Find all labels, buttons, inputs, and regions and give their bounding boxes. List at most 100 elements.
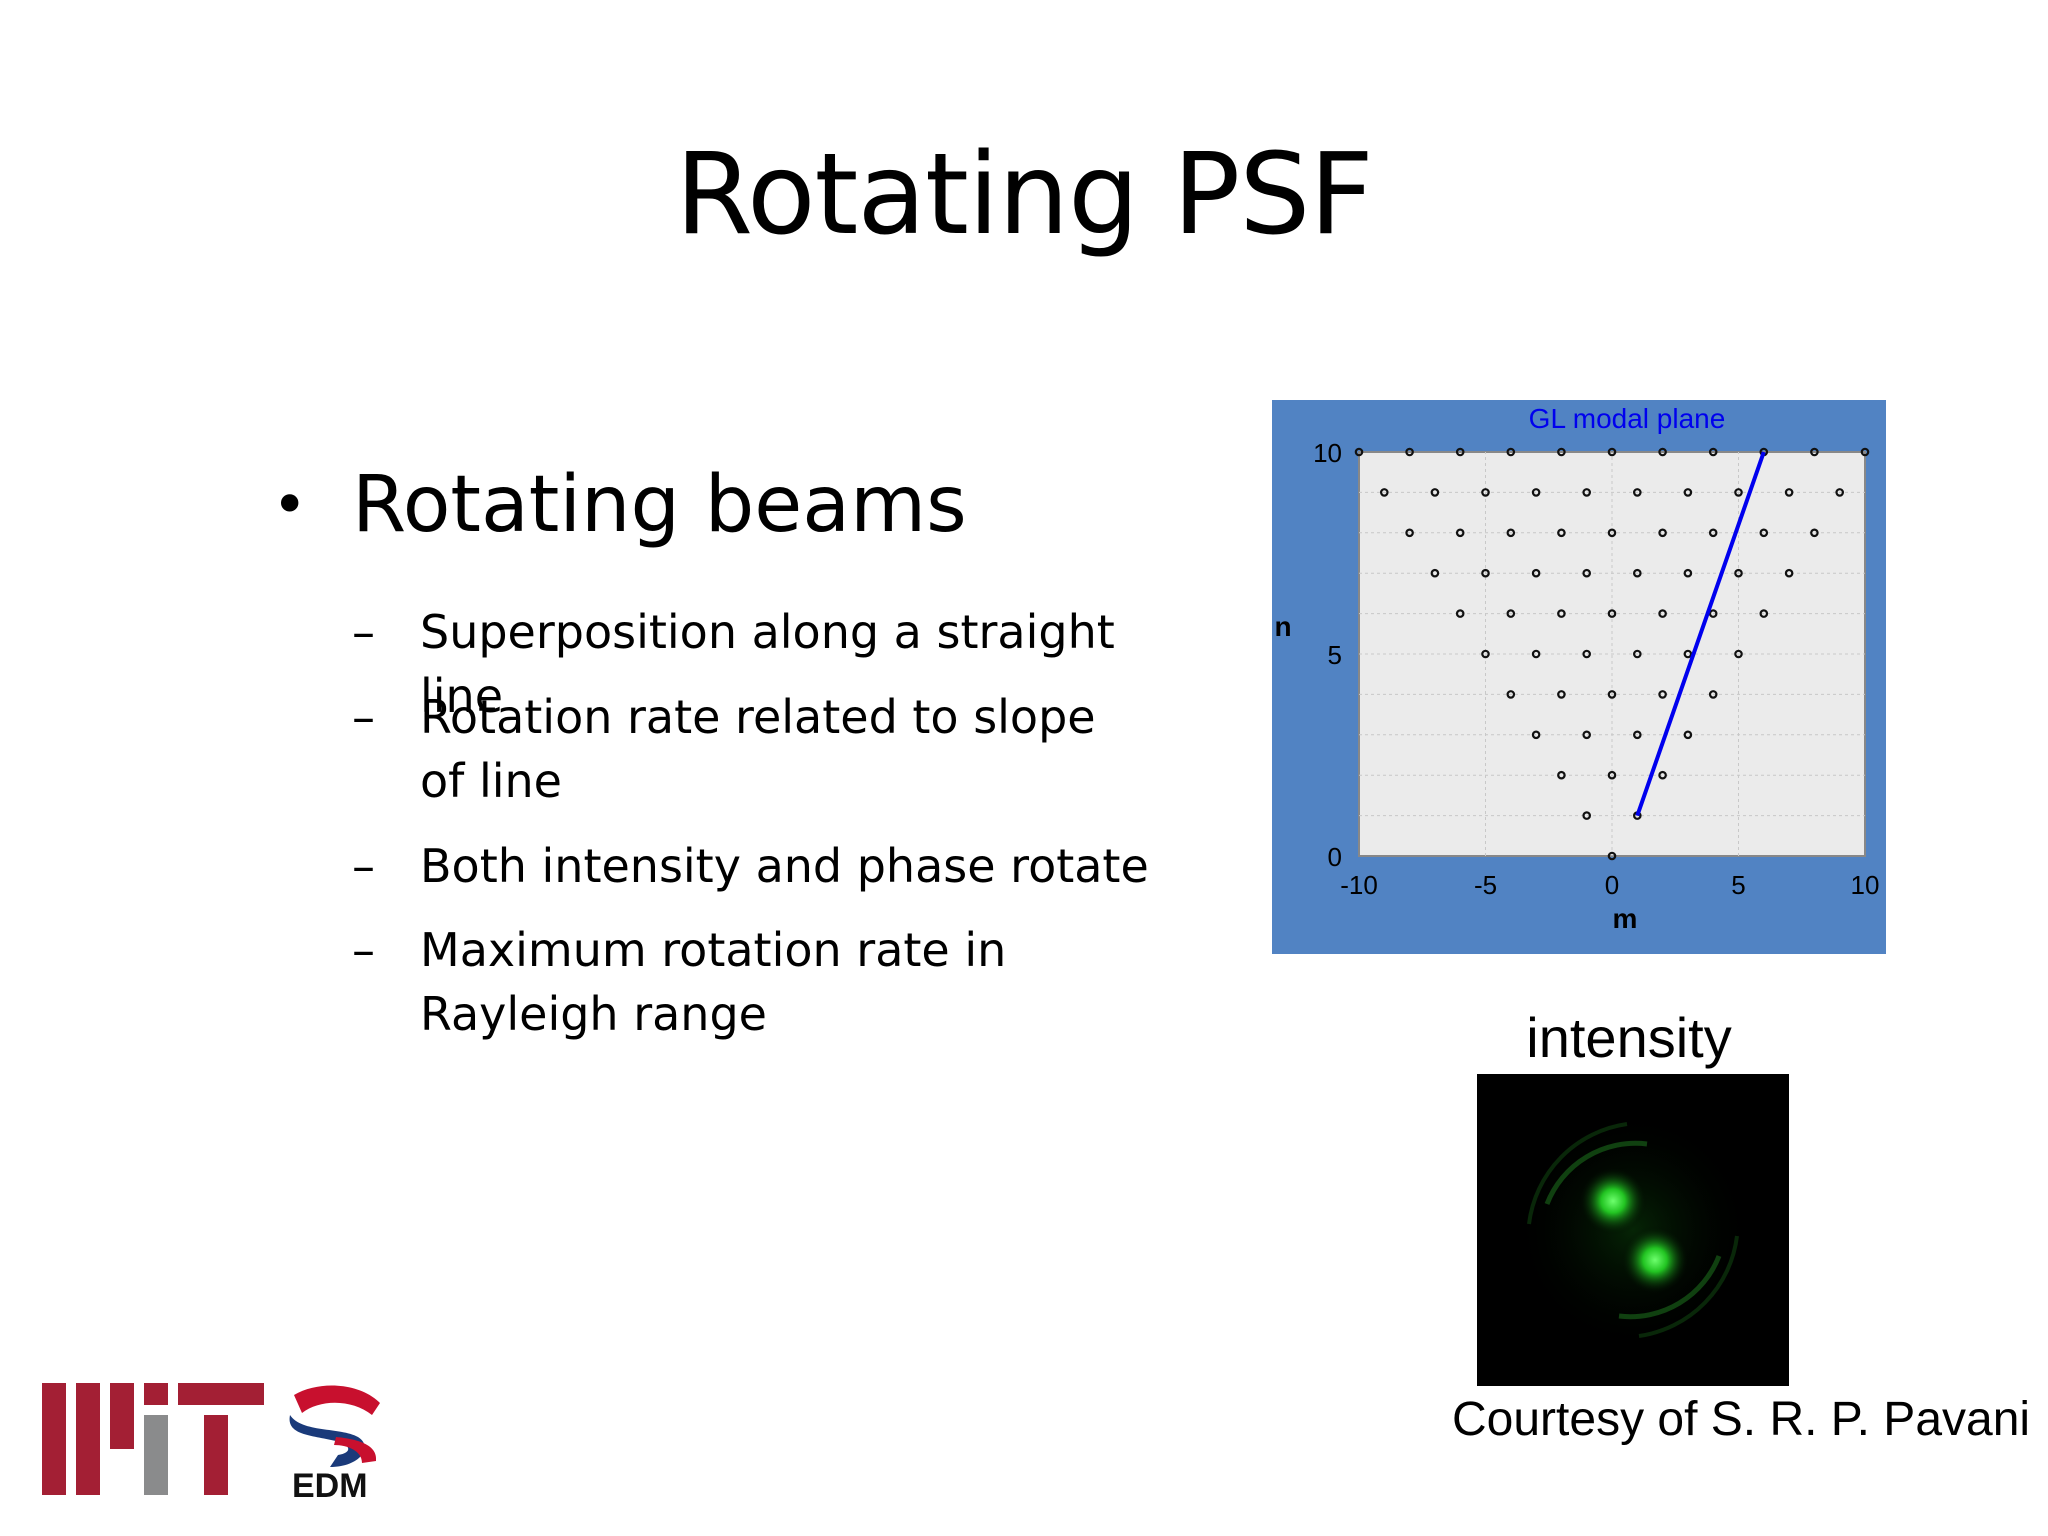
data-point — [1658, 528, 1667, 538]
data-point — [1708, 447, 1718, 457]
x-tick-label: 10 — [1851, 870, 1880, 900]
intensity-label: intensity — [1526, 1006, 1732, 1069]
data-point — [1582, 568, 1592, 578]
data-point — [1683, 730, 1693, 740]
data-point — [1405, 528, 1414, 538]
data-point — [1784, 488, 1794, 497]
dash: – — [352, 923, 375, 977]
data-point — [1582, 649, 1592, 659]
data-point — [1430, 488, 1440, 497]
intensity-image — [1477, 1074, 1789, 1386]
data-point — [1734, 488, 1743, 497]
bullet-dot: • — [272, 470, 308, 540]
data-point — [1455, 528, 1465, 538]
tick-labels: -10 -5 0 5 10 0 5 10 — [1313, 438, 1879, 900]
sub-bullet-text: Superposition along a straight line — [420, 605, 1115, 723]
data-point — [1405, 447, 1414, 457]
data-point — [1506, 609, 1516, 618]
data-point — [1531, 488, 1541, 497]
data-point — [1683, 568, 1693, 578]
x-tick-label: -10 — [1340, 870, 1378, 900]
data-point — [1759, 528, 1769, 538]
x-tick-label: 0 — [1605, 870, 1619, 900]
dash: – — [352, 690, 375, 744]
chart-title: GL modal plane — [1529, 403, 1726, 434]
data-point — [1607, 851, 1617, 861]
data-point — [1632, 730, 1642, 740]
data-point — [1557, 447, 1566, 457]
data-point — [1557, 770, 1566, 780]
line-series — [1635, 451, 1766, 817]
data-point — [1860, 447, 1870, 457]
data-point — [1759, 609, 1769, 618]
data-point — [1835, 488, 1845, 497]
chart-svg: -10 -5 0 5 10 0 5 10 GL modal plane m n — [1274, 403, 1879, 934]
data-point — [1658, 609, 1667, 618]
data-point — [1455, 447, 1465, 457]
data-point — [1683, 649, 1693, 659]
sub-bullet-text: Both intensity and phase rotate — [420, 839, 1149, 893]
data-point — [1810, 528, 1819, 538]
data-point — [1455, 609, 1465, 618]
data-point — [1557, 609, 1566, 618]
sub-bullet-text: Rotation rate related to slope of line — [420, 690, 1096, 808]
data-point — [1658, 770, 1667, 780]
dash: – — [352, 839, 375, 893]
data-point — [1582, 811, 1592, 820]
data-point — [1607, 609, 1617, 618]
data-point — [1607, 528, 1617, 538]
data-point — [1708, 609, 1718, 618]
data-point — [1354, 447, 1364, 457]
data-point — [1481, 488, 1490, 497]
sub-bullet-text: Maximum rotation rate in Rayleigh range — [420, 923, 1007, 1041]
logo-graphic: EDM — [42, 1383, 380, 1505]
data-point — [1506, 528, 1516, 538]
data-point — [1531, 649, 1541, 659]
dash: – — [352, 605, 375, 659]
data-point — [1658, 690, 1667, 699]
data-point — [1531, 730, 1541, 740]
data-point — [1810, 447, 1819, 457]
x-axis-label: m — [1613, 903, 1638, 934]
data-point — [1632, 649, 1642, 659]
data-point — [1708, 690, 1718, 699]
y-tick-label: 5 — [1328, 640, 1342, 670]
data-point — [1607, 690, 1617, 699]
data-point — [1734, 649, 1743, 659]
data-point — [1557, 690, 1566, 699]
data-point — [1582, 730, 1592, 740]
bullet-text: Rotating beams — [352, 460, 967, 550]
data-point — [1708, 528, 1718, 538]
y-tick-label: 0 — [1328, 842, 1342, 872]
data-point — [1506, 690, 1516, 699]
data-points — [1354, 447, 1870, 861]
data-point — [1557, 528, 1566, 538]
data-point — [1658, 447, 1667, 457]
data-point — [1481, 649, 1490, 659]
mit-edm-logo: EDM — [40, 1375, 400, 1509]
data-point — [1734, 568, 1743, 578]
data-point — [1531, 568, 1541, 578]
superposition-line — [1635, 451, 1766, 817]
data-point — [1632, 568, 1642, 578]
data-point — [1784, 568, 1794, 578]
data-point — [1481, 568, 1490, 578]
data-point — [1607, 770, 1617, 780]
data-point — [1607, 447, 1617, 457]
logo-text: EDM — [292, 1467, 368, 1505]
data-point — [1430, 568, 1440, 578]
data-point — [1582, 488, 1592, 497]
courtesy-credit: Courtesy of S. R. P. Pavani — [1452, 1393, 2031, 1446]
x-tick-label: 5 — [1731, 870, 1745, 900]
intensity-visual — [1513, 1110, 1753, 1350]
gl-modal-plane-chart: -10 -5 0 5 10 0 5 10 GL modal plane m n — [1272, 400, 1886, 954]
data-point — [1380, 488, 1389, 497]
data-point — [1506, 447, 1516, 457]
y-axis-label: n — [1274, 611, 1291, 642]
grid — [1359, 452, 1865, 856]
data-point — [1632, 488, 1642, 497]
y-tick-label: 10 — [1313, 438, 1342, 468]
data-point — [1683, 488, 1693, 497]
x-tick-label: -5 — [1474, 870, 1497, 900]
slide-title: Rotating PSF — [675, 130, 1374, 260]
